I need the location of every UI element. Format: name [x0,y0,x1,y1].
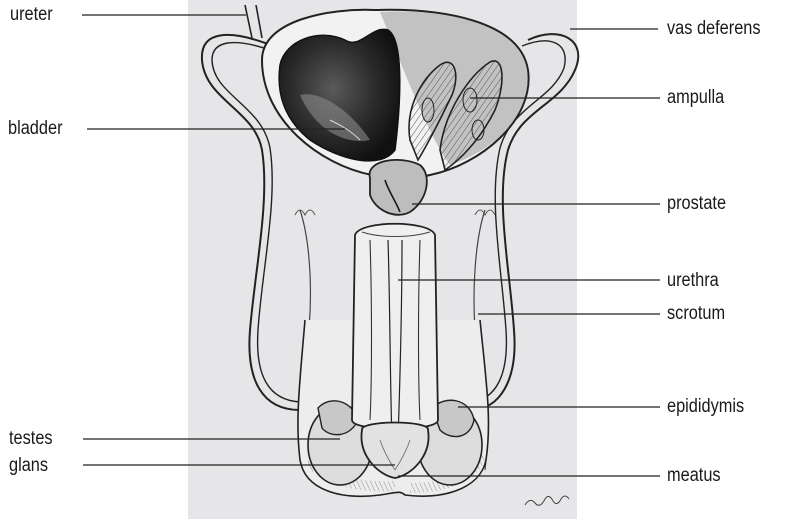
label-epididymis: epididymis [667,396,744,418]
label-urethra: urethra [667,270,719,292]
label-prostate: prostate [667,193,726,215]
label-ureter: ureter [10,4,53,26]
label-vas-deferens: vas deferens [667,18,761,40]
label-scrotum: scrotum [667,303,725,325]
penis-shaft [352,224,438,429]
label-glans: glans [9,455,48,477]
label-testes: testes [9,428,53,450]
label-ampulla: ampulla [667,87,724,109]
label-bladder: bladder [8,118,63,140]
label-meatus: meatus [667,465,721,487]
